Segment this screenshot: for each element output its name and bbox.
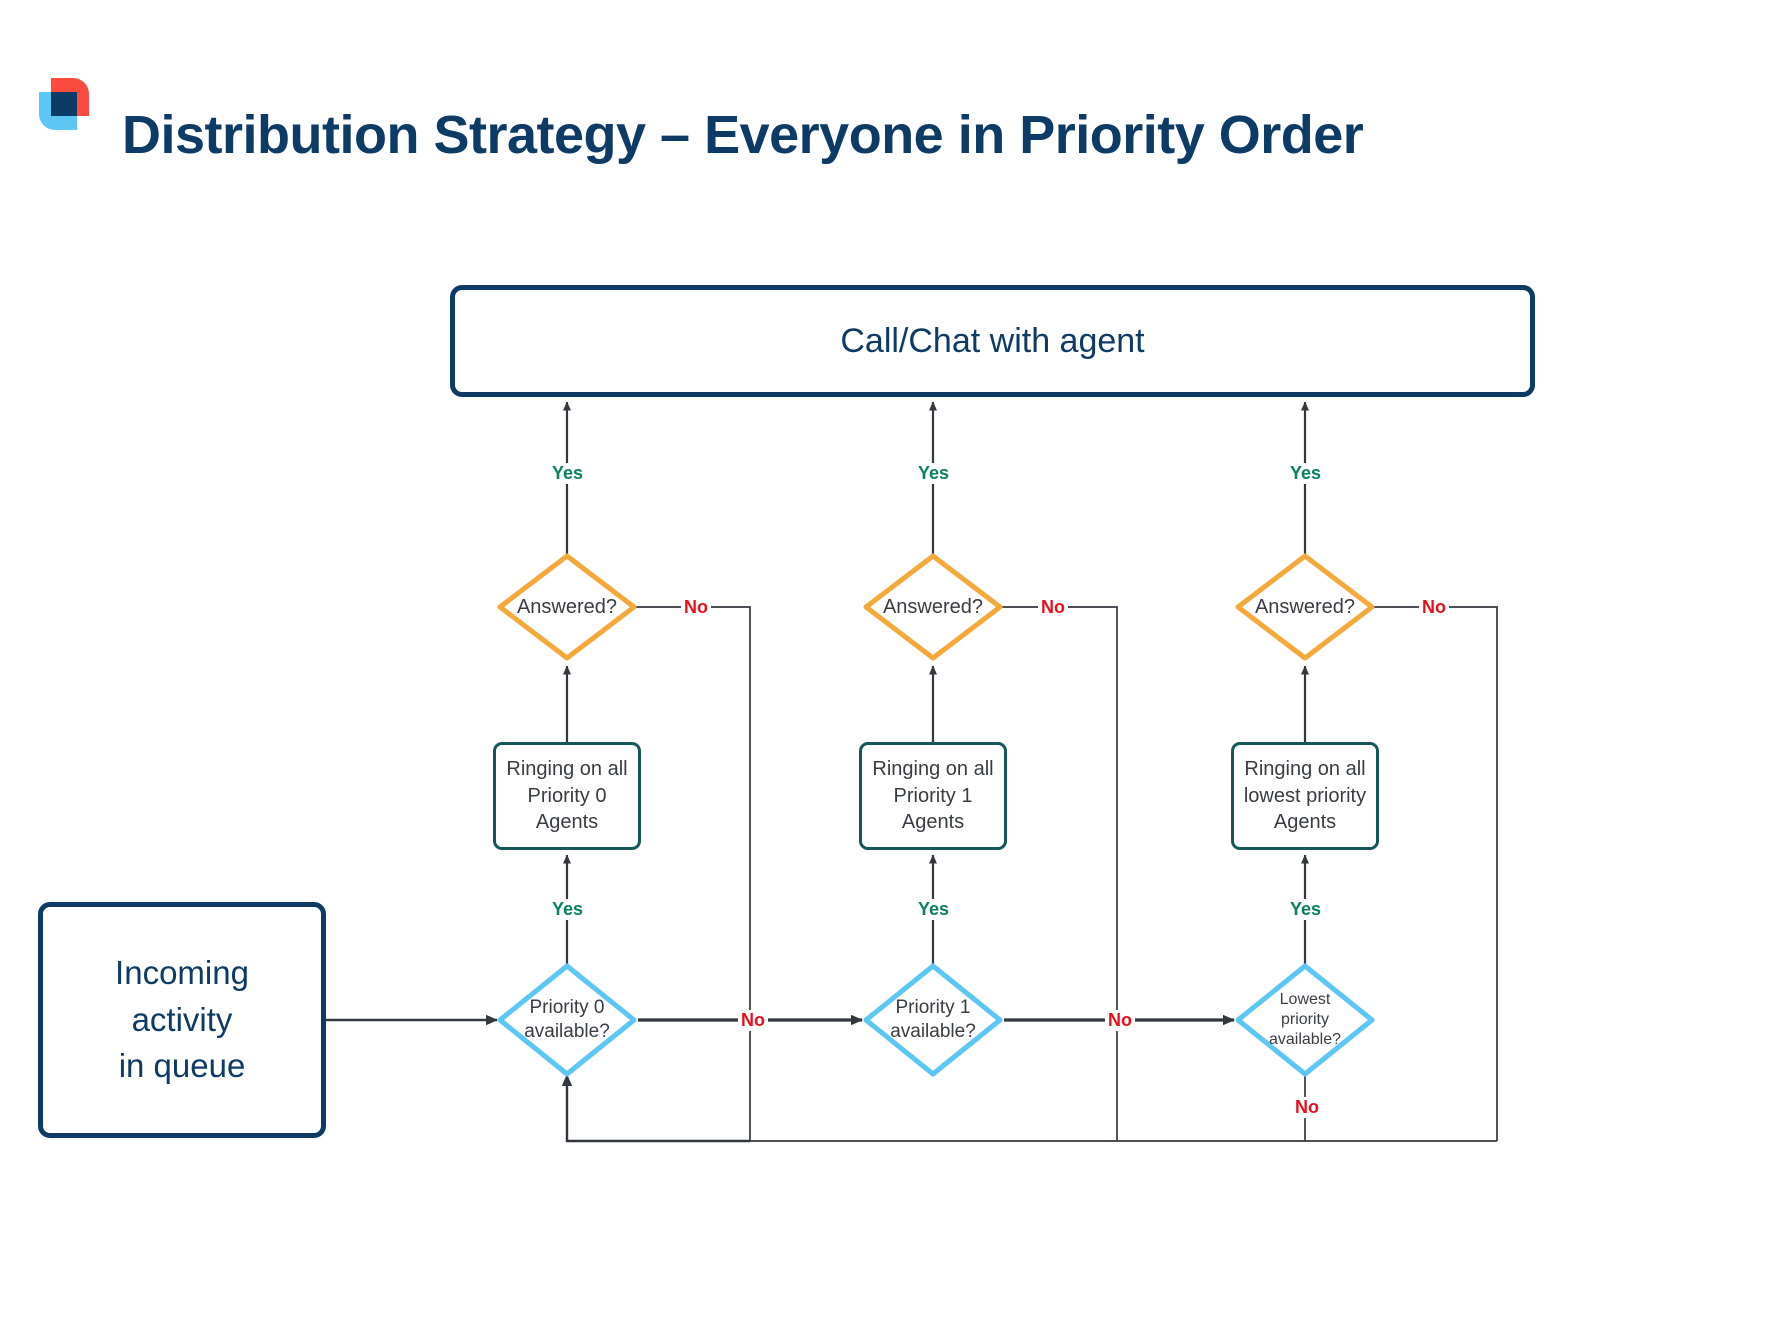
incoming-activity-line-3: in queue xyxy=(118,1047,246,1085)
process-line-3: Agents xyxy=(535,811,599,834)
page-title: Distribution Strategy – Everyone in Prio… xyxy=(122,105,1364,165)
edge-label-available-no-1: No xyxy=(1105,1010,1135,1031)
process-line-2: Priority 1 xyxy=(893,784,973,807)
nice-logo-icon xyxy=(33,72,95,134)
process-ringing-label-0: Ringing on all Priority 0 Agents xyxy=(506,756,627,836)
process-line-2: lowest priority xyxy=(1243,784,1367,807)
process-line-1: Ringing on all xyxy=(872,758,994,781)
decision-priority-0-available[interactable]: Priority 0 available? xyxy=(495,961,639,1079)
process-ringing-priority-1[interactable]: Ringing on all Priority 1 Agents xyxy=(859,742,1007,850)
process-line-1: Ringing on all xyxy=(506,758,628,781)
edge-label-available-no-0: No xyxy=(738,1010,768,1031)
incoming-activity-label: Incoming activity in queue xyxy=(115,950,249,1091)
process-ringing-label-2: Ringing on all lowest priority Agents xyxy=(1244,756,1366,836)
edge-label-available-yes-1: Yes xyxy=(915,899,953,920)
process-ringing-lowest-priority[interactable]: Ringing on all lowest priority Agents xyxy=(1231,742,1379,850)
incoming-activity-line-2: activity xyxy=(131,1000,233,1038)
edge-label-available-yes-0: Yes xyxy=(549,899,587,920)
edge-label-answered-no-0: No xyxy=(681,597,711,618)
incoming-activity-line-1: Incoming xyxy=(115,953,249,991)
edge-label-answered-yes-0: Yes xyxy=(549,463,587,484)
edge-label-available-yes-2: Yes xyxy=(1287,899,1325,920)
process-ringing-label-1: Ringing on all Priority 1 Agents xyxy=(872,756,993,836)
process-line-3: Agents xyxy=(1273,811,1337,834)
edge-label-answered-no-1: No xyxy=(1038,597,1068,618)
process-line-2: Priority 0 xyxy=(527,784,607,807)
call-chat-with-agent-label: Call/Chat with agent xyxy=(840,321,1145,360)
edge-label-answered-no-2: No xyxy=(1419,597,1449,618)
edge-label-answered-yes-1: Yes xyxy=(915,463,953,484)
decision-priority-1-available[interactable]: Priority 1 available? xyxy=(861,961,1005,1079)
incoming-activity-box[interactable]: Incoming activity in queue xyxy=(38,902,326,1138)
decision-lowest-priority-available[interactable]: Lowest priority available? xyxy=(1233,961,1377,1079)
decision-answered-priority-0[interactable]: Answered? xyxy=(495,551,639,663)
edge-label-available-no-2: No xyxy=(1292,1097,1322,1118)
process-line-3: Agents xyxy=(901,811,965,834)
edge-label-answered-yes-2: Yes xyxy=(1287,463,1325,484)
process-line-1: Ringing on all xyxy=(1244,758,1366,781)
decision-answered-priority-1[interactable]: Answered? xyxy=(861,551,1005,663)
decision-answered-lowest-priority[interactable]: Answered? xyxy=(1233,551,1377,663)
call-chat-with-agent-box[interactable]: Call/Chat with agent xyxy=(450,285,1535,397)
process-ringing-priority-0[interactable]: Ringing on all Priority 0 Agents xyxy=(493,742,641,850)
